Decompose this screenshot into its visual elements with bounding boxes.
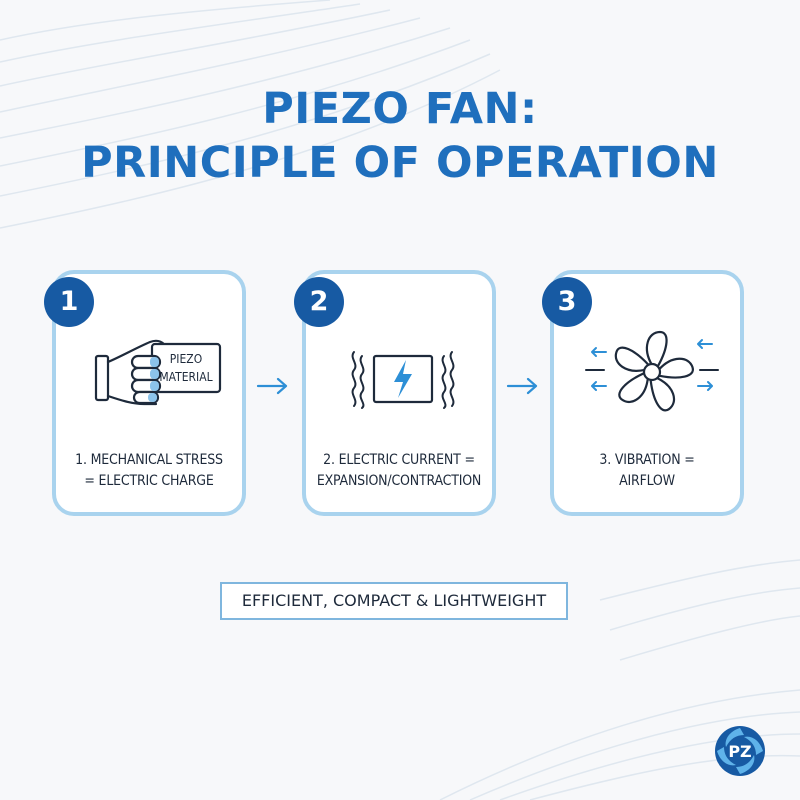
step-3-label-line-1: 3. VIBRATION = — [599, 452, 695, 468]
arrow-right-icon — [256, 377, 288, 395]
page-title: PIEZO FAN: PRINCIPLE OF OPERATION — [0, 82, 800, 190]
hand-holding-piezo-icon: PIEZO MATERIAL — [94, 339, 222, 406]
fan-airflow-icon — [585, 330, 719, 412]
arrow-right-icon — [506, 377, 538, 395]
pz-logo-icon: PZ — [715, 726, 765, 776]
step-label-1: 1. MECHANICAL STRESS = ELECTRIC CHARGE — [56, 450, 242, 492]
title-line-1: PIEZO FAN: — [262, 84, 538, 134]
tagline-box: EFFICIENT, COMPACT & LIGHTWEIGHT — [220, 582, 568, 620]
step-label-2: 2. ELECTRIC CURRENT = EXPANSION/CONTRACT… — [306, 450, 492, 492]
vibrating-lightning-icon — [351, 351, 455, 409]
piezo-card-text-2: MATERIAL — [159, 370, 212, 384]
piezo-card-text-1: PIEZO — [170, 352, 202, 366]
step-1-label-line-2: = ELECTRIC CHARGE — [84, 473, 214, 489]
step-number-badge-1: 1 — [44, 277, 94, 327]
step-1-label-line-1: 1. MECHANICAL STRESS — [75, 452, 223, 468]
step-card-1: PIEZO MATERIAL 1. MECHANICAL STRESS = EL… — [52, 270, 246, 516]
logo-text: PZ — [728, 742, 751, 761]
step-number-badge-2: 2 — [294, 277, 344, 327]
step-3-label-line-2: AIRFLOW — [619, 473, 675, 489]
title-line-2: PRINCIPLE OF OPERATION — [81, 138, 719, 188]
step-2-label-line-2: EXPANSION/CONTRACTION — [316, 473, 482, 489]
step-number-badge-3: 3 — [542, 277, 592, 327]
step-2-label-line-1: 2. ELECTRIC CURRENT = — [323, 452, 475, 468]
step-label-3: 3. VIBRATION = AIRFLOW — [554, 450, 740, 492]
